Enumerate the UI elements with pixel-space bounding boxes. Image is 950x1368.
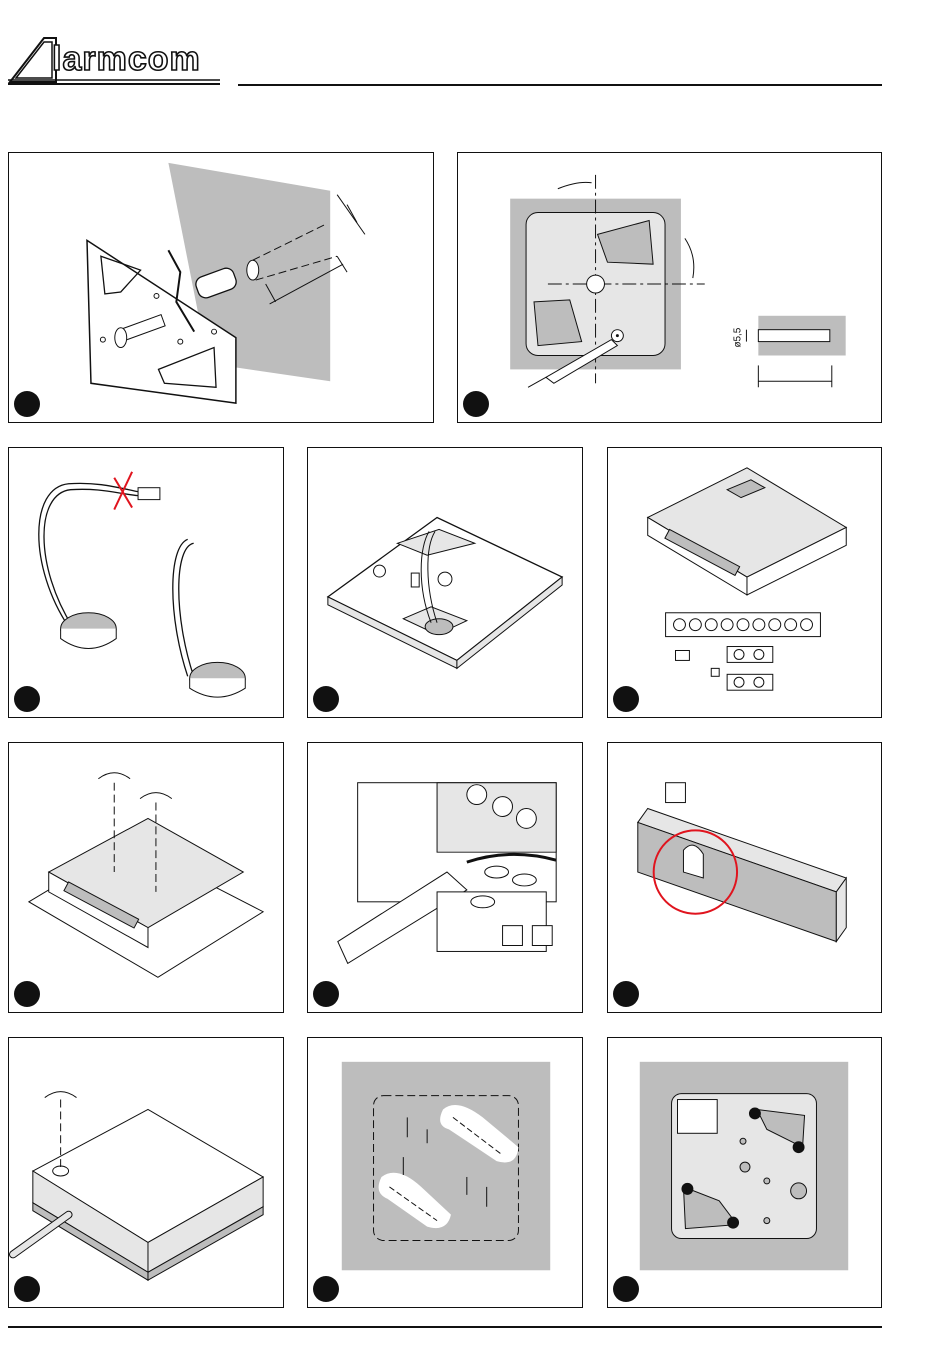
header-rule — [238, 84, 882, 86]
drill-diameter-label: ø5,5 — [732, 327, 743, 347]
plaster-marking-illustration — [308, 1038, 582, 1307]
panel-10-plaster-marking — [307, 1037, 583, 1308]
step-marker — [313, 1276, 339, 1302]
step-marker — [613, 981, 639, 1007]
step-marker — [313, 686, 339, 712]
panel-2-drilling: ø5,5 — [457, 152, 882, 423]
step-marker — [313, 981, 339, 1007]
panel-4-base-plate — [307, 447, 583, 718]
step-marker — [14, 981, 40, 1007]
footer-rule — [8, 1326, 882, 1328]
panel-5-terminal-block — [607, 447, 882, 718]
closed-cover-illustration — [9, 1038, 283, 1307]
wire-connection-illustration — [308, 743, 582, 1012]
sensor-cable-cut-illustration — [9, 448, 283, 717]
panel-11-fixing-points — [607, 1037, 882, 1308]
step-marker — [463, 391, 489, 417]
panel-6-screw-module — [8, 742, 284, 1013]
step-marker — [613, 1276, 639, 1302]
panel-9-close-cover — [8, 1037, 284, 1308]
module-terminals-illustration — [608, 448, 881, 717]
step-marker — [14, 391, 40, 417]
wall-plate-dowel-illustration — [9, 153, 433, 422]
fixing-points-illustration — [608, 1038, 881, 1307]
cover-knockout-illustration — [608, 743, 881, 1012]
step-marker — [14, 686, 40, 712]
alarmcom-logo: larmcom — [6, 34, 226, 88]
logo-text: larmcom — [52, 40, 201, 79]
drilling-template-illustration: ø5,5 — [458, 153, 881, 422]
panel-1-wall-mounting — [8, 152, 434, 423]
step-marker — [14, 1276, 40, 1302]
panel-3-cut-connector — [8, 447, 284, 718]
base-plate-sensor-illustration — [308, 448, 582, 717]
panel-8-cable-knockout — [607, 742, 882, 1013]
panel-7-wire-connection — [307, 742, 583, 1013]
step-marker — [613, 686, 639, 712]
screw-module-illustration — [9, 743, 283, 1012]
terminal-screws — [674, 619, 813, 631]
